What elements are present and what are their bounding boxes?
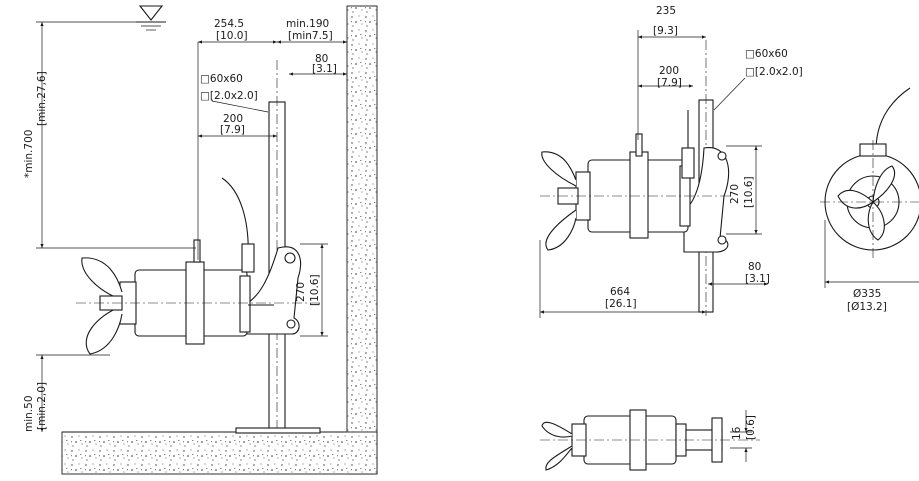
dim-min50-in: [min.2,0] — [36, 382, 48, 430]
dim-80-in: [3.1] — [312, 63, 337, 75]
dim-254: 254.5 — [214, 18, 244, 30]
dim-254-in: [10.0] — [216, 30, 248, 42]
front-view: 235 [9.3] 200 [7.9] □60x60 □[2.0x2.0] 27… — [539, 5, 803, 318]
front-dim-square-in: □[2.0x2.0] — [745, 66, 803, 78]
concrete-wall — [346, 5, 378, 475]
dim-min190: min.190 — [286, 18, 329, 30]
front-dim-235-in: [9.3] — [653, 25, 678, 37]
concrete-floor — [61, 431, 378, 475]
dim-200-in: [7.9] — [220, 124, 245, 136]
dim-square-in: □[2.0x2.0] — [200, 90, 258, 102]
dim-square: □60x60 — [200, 73, 243, 85]
dim-270-in: [10.6] — [309, 274, 321, 306]
dim-80: 80 — [315, 53, 328, 65]
end-dim-diameter: Ø335 — [853, 288, 881, 300]
front-dim-square: □60x60 — [745, 48, 788, 60]
front-dim-664: 664 — [610, 286, 630, 298]
dim-min700: *min.700 — [23, 130, 35, 178]
dim-270: 270 — [295, 282, 307, 302]
mounting-bracket — [243, 246, 302, 335]
front-dim-235: 235 — [656, 5, 676, 17]
end-view: Ø335 [Ø13.2] — [820, 87, 919, 313]
dim-min50: min.50 — [23, 396, 35, 433]
front-dim-200: 200 — [659, 65, 679, 77]
front-dim-664-in: [26.1] — [605, 298, 637, 310]
end-dim-diameter-in: [Ø13.2] — [847, 301, 887, 313]
top-view: 16 [0.6] — [540, 409, 760, 471]
propeller — [81, 257, 123, 355]
front-dim-80-in: [3.1] — [745, 273, 770, 285]
water-level-icon — [136, 5, 166, 31]
front-dim-270-in: [10.6] — [743, 176, 755, 208]
dim-200: 200 — [223, 113, 243, 125]
top-dim-16-in: [0.6] — [745, 415, 757, 440]
top-dim-16: 16 — [731, 426, 743, 440]
side-view: 254.5 [10.0] min.190 [min7.5] 80 [3.1] □… — [23, 5, 378, 475]
front-dim-200-in: [7.9] — [657, 77, 682, 89]
dim-min190-in: [min7.5] — [288, 30, 333, 42]
front-bracket — [683, 147, 730, 253]
front-dim-270: 270 — [729, 184, 741, 204]
front-propeller — [541, 151, 577, 251]
front-dim-80: 80 — [748, 261, 761, 273]
dim-min700-in: [min.27,6] — [36, 71, 48, 126]
